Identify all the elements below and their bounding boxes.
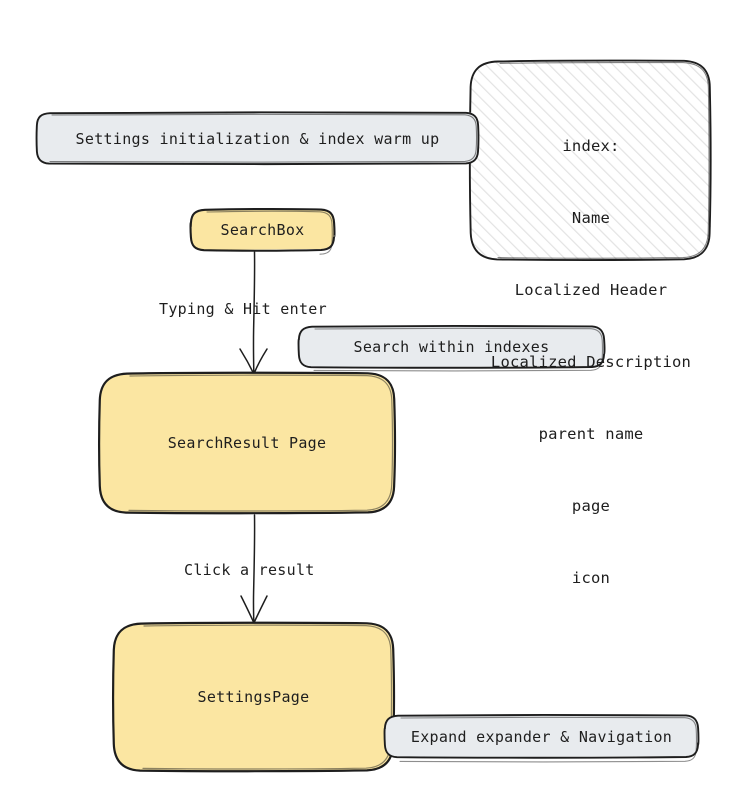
settingspage-shape[interactable]: [112, 621, 395, 773]
note-search-shape: [297, 324, 606, 372]
note-expand-shape: [383, 713, 700, 763]
edge-click-arrow: [240, 514, 268, 624]
index-card-shape: [468, 59, 712, 262]
searchresult-shape[interactable]: [98, 371, 396, 515]
edge-typing-arrow: [239, 251, 268, 375]
searchbox-shape[interactable]: [189, 208, 336, 255]
note-warmup-shape: [35, 111, 480, 166]
